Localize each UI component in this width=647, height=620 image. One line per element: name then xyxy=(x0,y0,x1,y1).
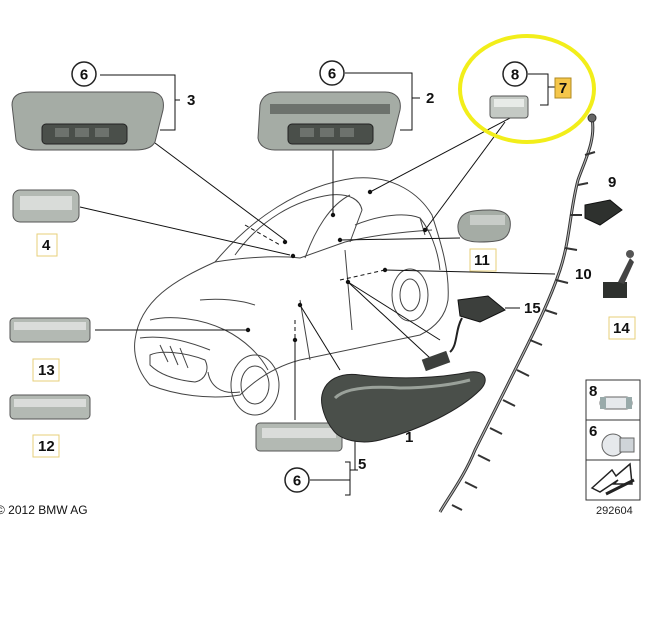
callout-6-bottom[interactable]: 6 xyxy=(284,467,310,493)
callout-1[interactable]: 1 xyxy=(405,429,413,446)
callout-label: 6 xyxy=(293,473,301,490)
callout-3[interactable]: 3 xyxy=(187,92,195,109)
callout-2[interactable]: 2 xyxy=(426,90,434,107)
callout-11[interactable]: 11 xyxy=(474,252,490,269)
wedge-bulb-icon xyxy=(601,433,635,457)
copyright-text: © 2012 BMW AG xyxy=(0,503,88,517)
switch-part-11 xyxy=(457,209,511,243)
footwell-light-part-4 xyxy=(12,189,80,223)
callout-label: 6 xyxy=(80,67,88,84)
diagram-number: 292604 xyxy=(596,505,633,517)
callout-label: 6 xyxy=(328,66,336,83)
dashed-leaders xyxy=(244,185,386,345)
callout-label: 8 xyxy=(511,67,519,84)
callout-6-top-left[interactable]: 6 xyxy=(71,61,97,87)
callout-12[interactable]: 12 xyxy=(38,438,55,455)
lamp-part-6-bottom xyxy=(255,422,343,452)
module-part-15 xyxy=(421,295,506,372)
festoon-bulb-icon xyxy=(599,396,633,410)
callout-10[interactable]: 10 xyxy=(575,266,592,283)
callout-8[interactable]: 8 xyxy=(502,61,528,87)
interior-light-part-13 xyxy=(9,317,91,343)
arrow-icon xyxy=(590,462,635,496)
legend-label-6: 6 xyxy=(589,423,597,440)
callout-7-highlighted[interactable]: 7 xyxy=(554,77,572,99)
callout-labels: 3 2 9 4 11 10 15 14 13 1 12 5 xyxy=(38,90,630,473)
callout-14[interactable]: 14 xyxy=(613,320,630,337)
connector-part-9 xyxy=(584,199,623,226)
callout-6-top-center[interactable]: 6 xyxy=(319,60,345,86)
wiring-harness xyxy=(438,113,597,513)
front-interior-light-part-3 xyxy=(11,91,164,151)
callout-9[interactable]: 9 xyxy=(608,174,616,191)
vanity-lamp-part-7 xyxy=(489,95,529,119)
callout-15[interactable]: 15 xyxy=(524,300,541,317)
legend-label-8: 8 xyxy=(589,383,597,400)
highlight-ring xyxy=(458,34,596,144)
callout-label: 7 xyxy=(559,80,567,97)
roof-light-part-2 xyxy=(257,91,401,151)
callout-13[interactable]: 13 xyxy=(38,362,55,379)
label-frames xyxy=(32,233,636,458)
callout-4[interactable]: 4 xyxy=(42,237,51,254)
leader-dots xyxy=(245,189,428,343)
bulb-legend: 8 6 xyxy=(585,379,641,501)
car-outline xyxy=(134,177,449,416)
sensor-part-14 xyxy=(603,250,634,298)
mirror-turn-signal-part-1 xyxy=(321,371,486,443)
interior-light-part-12 xyxy=(9,394,91,420)
callout-5[interactable]: 5 xyxy=(358,456,366,473)
